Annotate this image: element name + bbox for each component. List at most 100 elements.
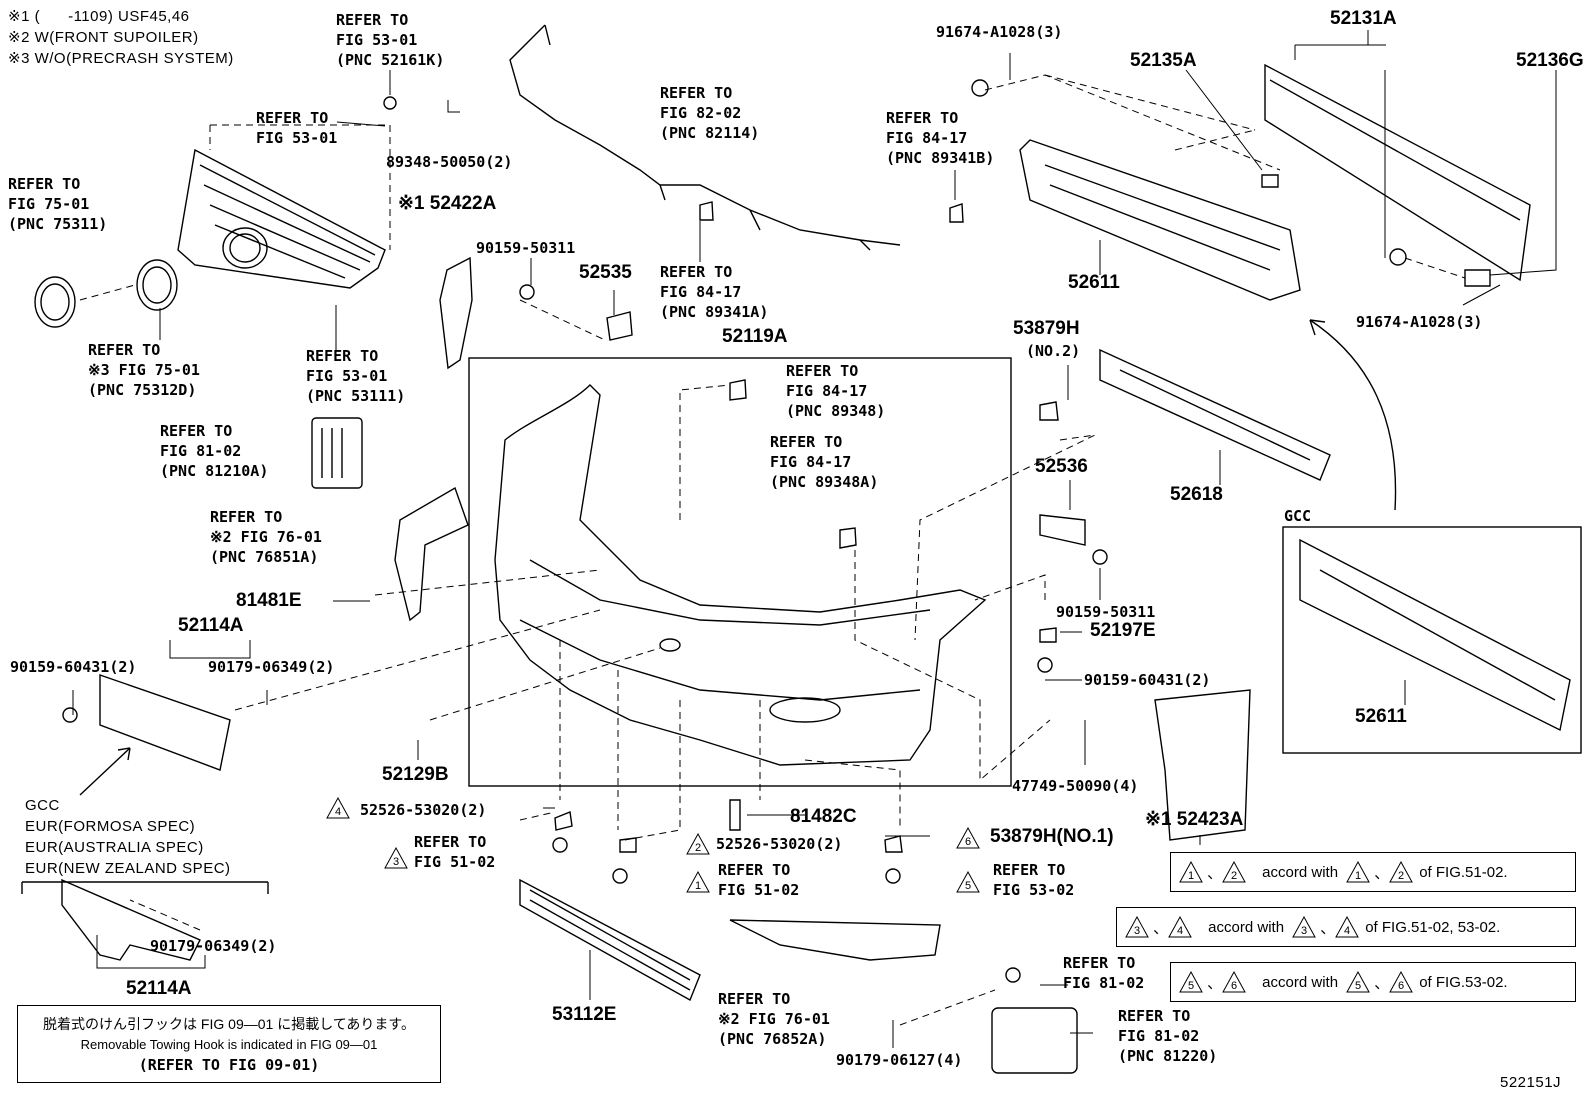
bumper-cover-group-box bbox=[468, 357, 1012, 787]
refer-label[interactable]: REFER TO FIG 53-01 (PNC 52161K) bbox=[336, 11, 445, 69]
part-number[interactable]: 81481E bbox=[236, 590, 302, 611]
refer-label[interactable]: REFER TO FIG 81-02 bbox=[1063, 954, 1145, 992]
dashed-lines bbox=[79, 74, 1466, 1026]
refer-label[interactable]: REFER TO FIG 84-17 (PNC 89348A) bbox=[770, 433, 879, 491]
refer-label[interactable]: REFER TO ※3 FIG 75-01 (PNC 75312D) bbox=[88, 341, 200, 399]
part-number[interactable]: 47749-50090(4) bbox=[1012, 777, 1139, 795]
triangle-icon: 5 bbox=[1346, 970, 1370, 993]
svg-text:6: 6 bbox=[1231, 980, 1237, 992]
refer-label[interactable]: REFER TO FIG 82-02 (PNC 82114) bbox=[660, 84, 760, 142]
clip-parts bbox=[554, 174, 1491, 853]
part-number[interactable]: 91674-A1028(3) bbox=[936, 23, 1063, 41]
part-number[interactable]: 90179-06349(2) bbox=[208, 658, 335, 676]
triangle-icon: 6 bbox=[1389, 970, 1414, 993]
gcc-absorber bbox=[1299, 538, 1571, 732]
part-number[interactable]: 52119A bbox=[722, 326, 788, 347]
part-number[interactable]: 52131A bbox=[1330, 8, 1397, 29]
part-number[interactable]: 52535 bbox=[579, 262, 632, 283]
gcc-spec-list: GCC EUR(FORMOSA SPEC) EUR(AUSTRALIA SPEC… bbox=[25, 795, 231, 879]
triangle-icon: 5 bbox=[1179, 970, 1203, 993]
refer-label[interactable]: REFER TO FIG 84-17 (PNC 89341A) bbox=[660, 263, 769, 321]
svg-text:4: 4 bbox=[1177, 925, 1183, 937]
triangle-icon: 6 bbox=[1222, 970, 1247, 993]
refer-label[interactable]: REFER TO FIG 51-02 bbox=[414, 833, 496, 871]
refer-label[interactable]: REFER TO FIG 81-02 (PNC 81210A) bbox=[160, 422, 269, 480]
svg-text:5: 5 bbox=[1188, 980, 1194, 992]
svg-text:4: 4 bbox=[1344, 925, 1350, 937]
spoiler-side bbox=[394, 486, 469, 622]
svg-text:3: 3 bbox=[393, 856, 399, 868]
part-number[interactable]: 90159-60431(2) bbox=[1084, 671, 1211, 689]
gcc-spec-item: EUR(AUSTRALIA SPEC) bbox=[25, 839, 204, 856]
part-number[interactable]: 52197E bbox=[1090, 620, 1156, 641]
svg-text:3: 3 bbox=[1301, 925, 1307, 937]
refer-label[interactable]: REFER TO FIG 53-01 (PNC 53111) bbox=[306, 347, 406, 405]
refer-label[interactable]: REFER TO FIG 84-17 (PNC 89348) bbox=[786, 362, 886, 420]
triangle-icon: 3 bbox=[1125, 915, 1149, 938]
part-number[interactable]: 52129B bbox=[382, 764, 449, 785]
part-number[interactable]: 52526-53020(2) bbox=[360, 801, 487, 819]
part-number[interactable]: ※1 52423A bbox=[1145, 809, 1244, 830]
part-number[interactable]: 52611 bbox=[1355, 706, 1407, 727]
triangle-icon: 1 bbox=[1179, 860, 1203, 883]
license-bracket-52114a bbox=[99, 674, 231, 771]
refer-label[interactable]: REFER TO ※2 FIG 76-01 (PNC 76852A) bbox=[718, 990, 830, 1048]
part-number[interactable]: 52526-53020(2) bbox=[716, 835, 843, 853]
part-number[interactable]: 52135A bbox=[1130, 50, 1197, 71]
refer-label[interactable]: REFER TO FIG 53-01 bbox=[256, 109, 338, 147]
svg-text:4: 4 bbox=[335, 806, 341, 818]
part-number[interactable]: 52114A bbox=[178, 615, 244, 636]
triangle-6-icon: 6 bbox=[956, 827, 980, 849]
legend-tail: of FIG.53-02. bbox=[1419, 973, 1508, 991]
part-number[interactable]: 91674-A1028(3) bbox=[1356, 313, 1483, 331]
part-number[interactable]: 81482C bbox=[790, 806, 857, 827]
svg-text:6: 6 bbox=[965, 836, 971, 848]
refer-label[interactable]: REFER TO FIG 75-01 (PNC 75311) bbox=[8, 175, 108, 233]
legend-text: accord with bbox=[1208, 918, 1285, 936]
part-number[interactable]: 90159-50311 bbox=[476, 239, 576, 257]
front-emblem bbox=[34, 259, 178, 328]
part-number[interactable]: 90159-50311 bbox=[1056, 603, 1156, 621]
arrow-curve bbox=[1309, 319, 1397, 511]
part-number[interactable]: 52611 bbox=[1068, 272, 1120, 293]
triangle-icon: 4 bbox=[1168, 915, 1193, 938]
triangle-icon: 4 bbox=[1335, 915, 1360, 938]
part-number[interactable]: 52618 bbox=[1170, 484, 1223, 505]
part-number[interactable]: ※1 52422A bbox=[398, 193, 497, 214]
lower-spoiler bbox=[729, 919, 941, 961]
refer-label[interactable]: REFER TO FIG 51-02 bbox=[718, 861, 800, 899]
refer-label[interactable]: REFER TO FIG 81-02 (PNC 81220) bbox=[1118, 1007, 1218, 1065]
bumper-cover bbox=[494, 384, 987, 766]
legend-box: 5 、 6 accord with 5 、 6 of FIG.53-02. bbox=[1170, 962, 1576, 1002]
part-number[interactable]: 52536 bbox=[1035, 456, 1088, 477]
triangle-2-icon: 2 bbox=[686, 833, 710, 855]
part-number[interactable]: 53112E bbox=[552, 1004, 617, 1025]
leader-lines bbox=[72, 30, 1557, 1048]
note-reference[interactable]: (REFER TO FIG 09-01) bbox=[138, 1056, 320, 1074]
triangle-icon: 3 bbox=[1292, 915, 1316, 938]
part-number[interactable]: 90179-06349(2) bbox=[150, 937, 277, 955]
gcc-inset-box bbox=[1282, 526, 1582, 754]
part-number[interactable]: 53879H(NO.1) bbox=[990, 826, 1114, 847]
refer-label[interactable]: REFER TO ※2 FIG 76-01 (PNC 76851A) bbox=[210, 508, 322, 566]
part-number[interactable]: 89348-50050(2) bbox=[386, 153, 513, 171]
refer-label[interactable]: REFER TO FIG 84-17 (PNC 89341B) bbox=[886, 109, 995, 167]
svg-text:1: 1 bbox=[1355, 870, 1361, 882]
svg-text:6: 6 bbox=[1398, 980, 1404, 992]
part-number[interactable]: 52136G bbox=[1516, 50, 1584, 71]
triangle-icon: 2 bbox=[1389, 860, 1414, 883]
legend-text: accord with bbox=[1262, 863, 1339, 881]
license-bracket-52114a-alt bbox=[61, 878, 201, 961]
svg-text:5: 5 bbox=[1355, 980, 1361, 992]
triangle-3-icon: 3 bbox=[384, 847, 408, 869]
fog-lamp bbox=[991, 1007, 1078, 1074]
note-english: Removable Towing Hook is indicated in FI… bbox=[80, 1037, 378, 1052]
part-number[interactable]: 90159-60431(2) bbox=[10, 658, 137, 676]
part-number[interactable]: 53879H bbox=[1013, 318, 1080, 339]
towing-hook-note: 脱着式のけん引フックは FIG 09―01 に掲載してあります。 Removab… bbox=[17, 1005, 441, 1083]
absorber-52611 bbox=[1019, 139, 1301, 301]
part-number[interactable]: 52114A bbox=[126, 978, 192, 999]
part-number[interactable]: 90179-06127(4) bbox=[836, 1051, 963, 1069]
refer-label[interactable]: REFER TO FIG 53-02 bbox=[993, 861, 1075, 899]
seal-52422a bbox=[439, 256, 473, 370]
